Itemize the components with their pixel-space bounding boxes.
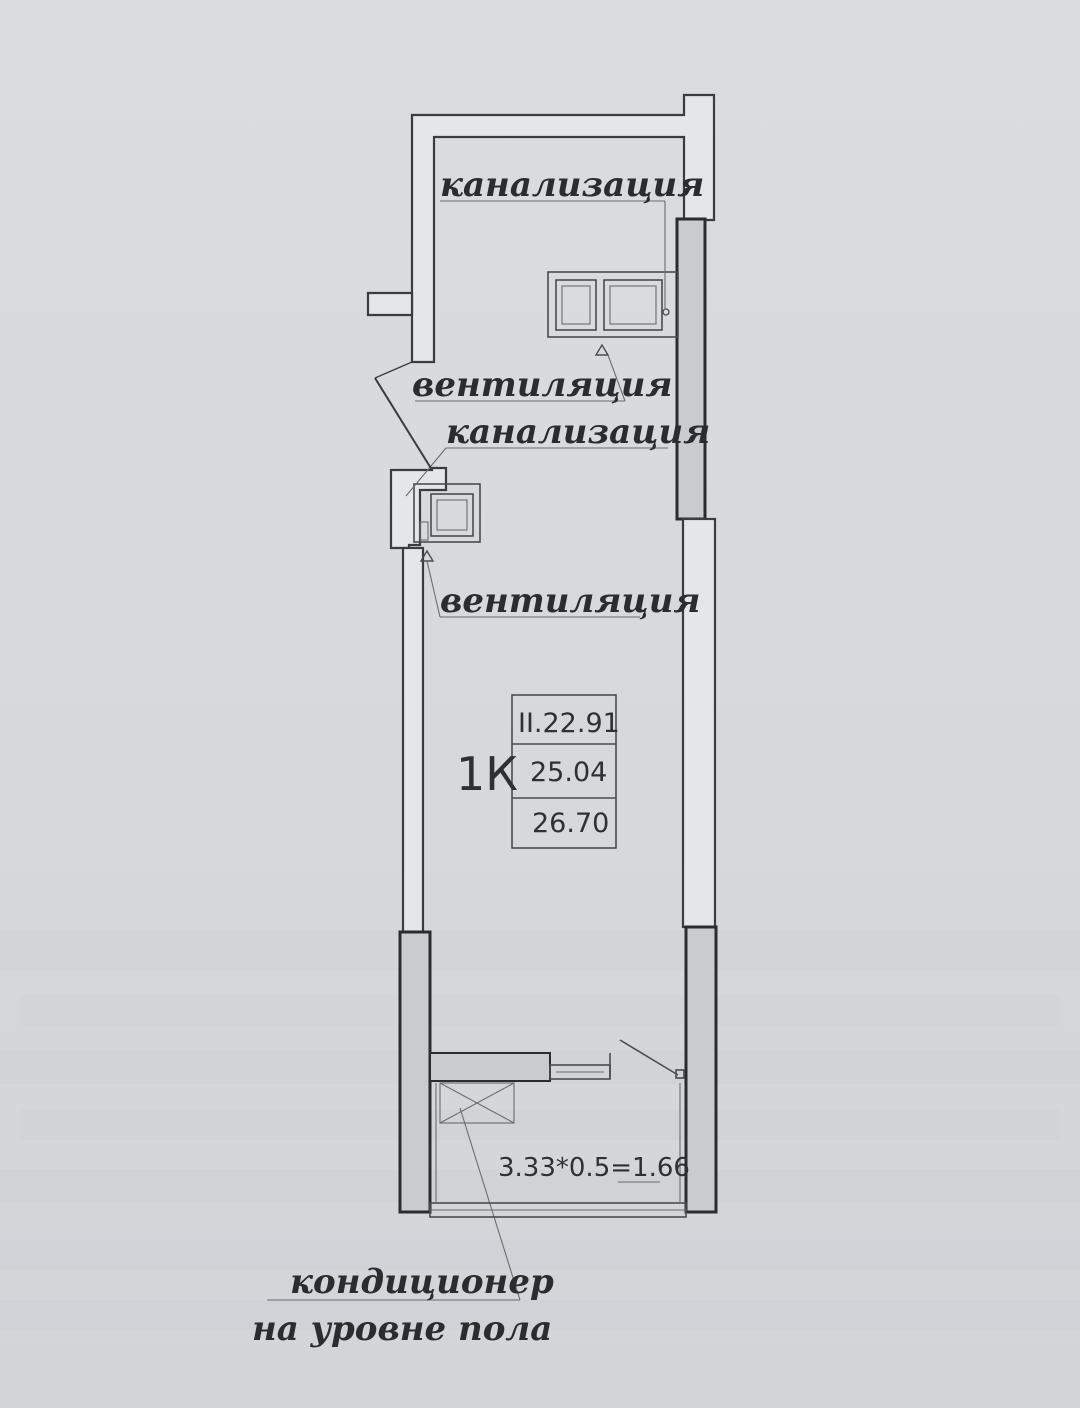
- sewer-label-top: канализация: [440, 165, 704, 205]
- area-table: [511, 694, 617, 849]
- lower-plumbing-block: [413, 483, 481, 543]
- apartment-type: 1К: [456, 747, 518, 801]
- ventilation-label-bottom: вентиляция: [440, 581, 700, 621]
- right-wall-upper: [675, 217, 707, 521]
- entry-door: [374, 361, 433, 471]
- balcony-partition: [429, 1039, 685, 1082]
- area-total: 25.04: [530, 757, 607, 788]
- area-with-balcony: 26.70: [532, 808, 609, 839]
- left-wall-middle: [401, 546, 425, 934]
- balcony-area-formula: 3.33*0.5=1.66: [498, 1153, 690, 1183]
- leader-lines: [267, 200, 668, 1301]
- air-conditioner: [439, 1082, 515, 1124]
- area-living: II.22.91: [518, 708, 620, 739]
- left-wall-lower: [398, 930, 432, 1214]
- balcony-railing: [429, 1083, 687, 1218]
- ac-label-line1: кондиционер: [290, 1262, 554, 1302]
- upper-plumbing-block: [547, 271, 679, 338]
- ventilation-label-top: вентиляция: [412, 365, 672, 405]
- bleed-through-text: [0, 930, 1080, 1330]
- ac-label-line2: на уровне пола: [252, 1309, 552, 1349]
- sewer-label-middle: канализация: [446, 412, 710, 452]
- right-wall-lower: [684, 925, 718, 1214]
- upper-shaft-walls: [366, 93, 716, 364]
